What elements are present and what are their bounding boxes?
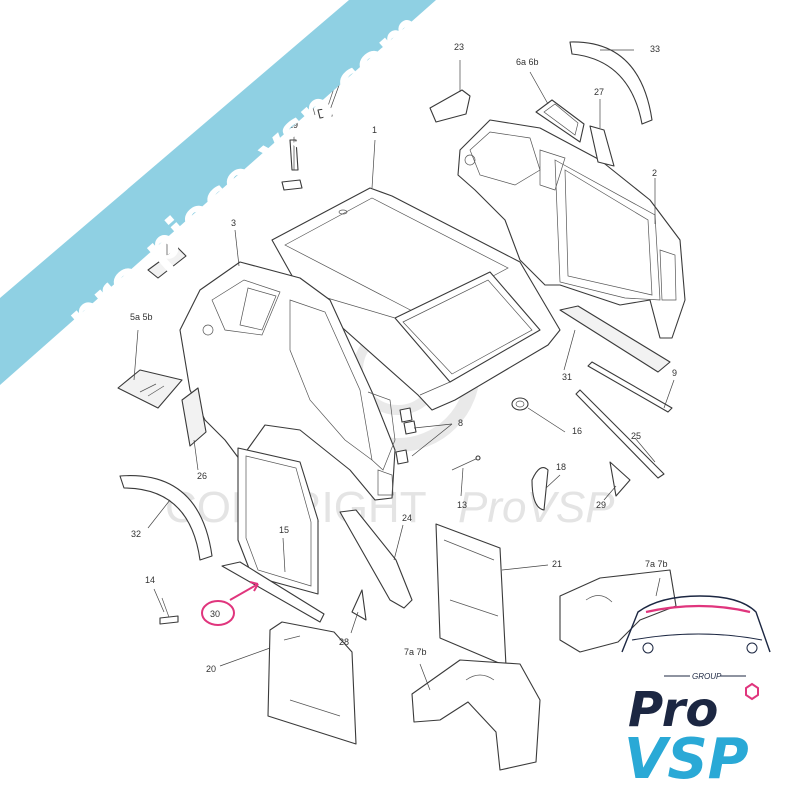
- part-15-door-seal: [237, 447, 319, 595]
- part-7-wheelhouse-lower: [411, 659, 541, 771]
- part-5-glass-panel: [117, 369, 183, 409]
- part-32-wheel-arch-left: [119, 475, 213, 561]
- part-30-sill-trim: [221, 561, 325, 623]
- label-29: 29: [596, 500, 606, 510]
- label-13: 13: [457, 500, 467, 510]
- label-14: 14: [145, 575, 155, 585]
- label-30: 30: [210, 609, 220, 619]
- part-8-brackets: [395, 407, 417, 465]
- part-2-right-body-side: [457, 119, 686, 339]
- label-25: 25: [631, 431, 641, 441]
- label-21: 21: [552, 559, 562, 569]
- label-20: 20: [206, 664, 216, 674]
- label-7-upper: 7a 7b: [645, 559, 668, 569]
- label-32: 32: [131, 529, 141, 539]
- label-7-lower: 7a 7b: [404, 647, 427, 657]
- part-31-sill: [559, 305, 671, 373]
- label-2: 2: [652, 168, 657, 178]
- label-9: 9: [672, 368, 677, 378]
- label-27: 27: [594, 87, 604, 97]
- label-15: 15: [279, 525, 289, 535]
- part-16-grommet: [511, 397, 529, 411]
- logo-vsp-text: VSP: [624, 727, 749, 792]
- part-23-panel: [429, 89, 471, 123]
- part-18-cap: [531, 467, 549, 511]
- label-8: 8: [458, 418, 463, 428]
- part-26-pillar-trim: [181, 387, 207, 447]
- part-25-strip: [575, 389, 665, 479]
- label-16: 16: [572, 426, 582, 436]
- part-7-wheelhouse-upper: [559, 569, 677, 653]
- part-labels: 1 2 3 4 5a 5b 6a 6b 7a 7b 7a 7b 8 9 12 1…: [130, 42, 677, 674]
- part-21-panel: [435, 523, 507, 667]
- part-9-strip: [587, 361, 673, 413]
- provsp-logo: GROUP Pro VSP: [621, 595, 771, 792]
- logo-group-label: GROUP: [692, 672, 722, 681]
- label-1: 1: [372, 125, 377, 135]
- label-18: 18: [556, 462, 566, 472]
- label-28: 28: [339, 637, 349, 647]
- logo-pro-text: Pro: [628, 682, 718, 738]
- label-3: 3: [231, 218, 236, 228]
- part-6-quarter-glass: [535, 99, 585, 143]
- part-20-panel: [267, 621, 357, 745]
- label-31: 31: [562, 372, 572, 382]
- part-3-left-body-side: [179, 261, 396, 501]
- label-23: 23: [454, 42, 464, 52]
- part-27-trim: [589, 125, 615, 167]
- part-30-highlight: [201, 581, 259, 626]
- part-28-corner: [351, 589, 367, 621]
- label-6: 6a 6b: [516, 57, 539, 67]
- label-24: 24: [402, 513, 412, 523]
- part-24-pillar: [339, 509, 413, 609]
- part-22-strip: [147, 247, 187, 279]
- part-1-roof: [271, 187, 561, 411]
- part-14-screw: [159, 597, 179, 625]
- label-26: 26: [197, 471, 207, 481]
- part-13-rod: [451, 455, 481, 471]
- part-33-wheel-arch-right: [569, 41, 653, 125]
- label-5: 5a 5b: [130, 312, 153, 322]
- label-33: 33: [650, 44, 660, 54]
